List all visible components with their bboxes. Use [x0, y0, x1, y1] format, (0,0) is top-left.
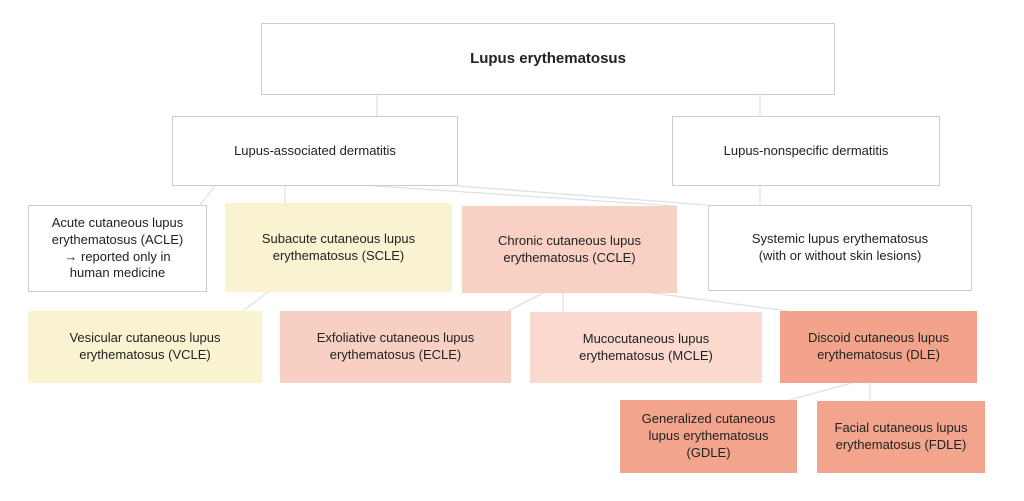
connector-line: [457, 185, 708, 206]
node-label: Exfoliative cutaneous lupus erythematosu…: [316, 330, 475, 362]
node-ecle: Exfoliative cutaneous lupus erythematosu…: [280, 311, 511, 383]
connector-line: [507, 292, 544, 312]
node-label: Acute cutaneous lupus erythematosus (ACL…: [51, 214, 184, 247]
node-scle: Subacute cutaneous lupus erythematosus (…: [225, 203, 452, 292]
node-note: → reported only in human medicine: [64, 248, 171, 281]
node-label: Lupus erythematosus: [470, 50, 626, 68]
node-lupus-associated-dermatitis: Lupus-associated dermatitis: [172, 116, 458, 186]
node-label: Lupus-nonspecific dermatitis: [723, 142, 889, 158]
connector-line: [242, 291, 269, 312]
node-label: Vesicular cutaneous lupus erythematosus …: [69, 330, 221, 362]
node-label: Mucocutaneous lupus erythematosus (MCLE): [579, 330, 713, 363]
node-vcle: Vesicular cutaneous lupus erythematosus …: [28, 311, 262, 383]
node-label: Discoid cutaneous lupus erythematosus (D…: [808, 330, 949, 362]
node-acle: Acute cutaneous lupus erythematosus (ACL…: [28, 205, 207, 292]
node-label: Generalized cutaneous lupus erythematosu…: [641, 411, 776, 460]
node-mcle: Mucocutaneous lupus erythematosus (MCLE): [530, 312, 762, 383]
node-label: Systemic lupus erythematosus (with or wi…: [751, 231, 929, 263]
node-label: Lupus-associated dermatitis: [234, 142, 396, 158]
node-systemic-lupus-erythematosus: Systemic lupus erythematosus (with or wi…: [708, 205, 972, 291]
connector-line: [788, 382, 853, 401]
node-lupus-nonspecific-dermatitis: Lupus-nonspecific dermatitis: [672, 116, 940, 186]
node-lupus-erythematosus: Lupus erythematosus: [261, 23, 835, 95]
node-label: Subacute cutaneous lupus erythematosus (…: [261, 230, 416, 263]
node-ccle: Chronic cutaneous lupus erythematosus (C…: [462, 206, 677, 293]
connector-line: [651, 292, 789, 312]
node-label: Facial cutaneous lupus erythematosus (FD…: [834, 420, 968, 452]
node-fdle: Facial cutaneous lupus erythematosus (FD…: [817, 401, 985, 473]
node-gdle: Generalized cutaneous lupus erythematosu…: [620, 400, 797, 473]
node-dle: Discoid cutaneous lupus erythematosus (D…: [780, 311, 977, 383]
connector-line: [199, 185, 216, 206]
node-label: Chronic cutaneous lupus erythematosus (C…: [497, 232, 642, 265]
